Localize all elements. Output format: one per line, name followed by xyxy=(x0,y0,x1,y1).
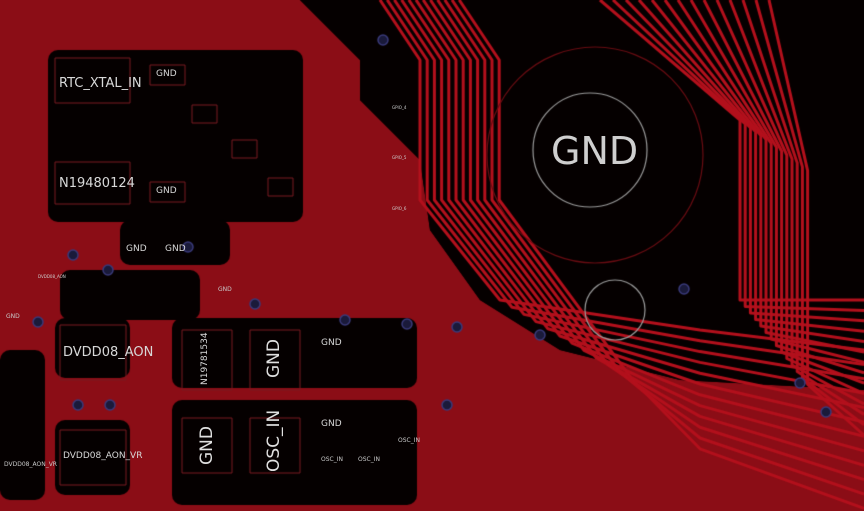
net-label-gpio-6: GPIO_6 xyxy=(392,206,407,211)
net-label-gnd-1: GND xyxy=(156,69,177,79)
net-label-gnd-2: GND xyxy=(156,186,177,196)
net-label-gpio-5: GPIO_5 xyxy=(392,155,407,160)
net-label-gnd-8: GND xyxy=(6,313,20,320)
net-label-gnd-6: GND xyxy=(321,338,342,348)
net-label-gpio-4: GPIO_4 xyxy=(392,105,407,110)
component-label-n19781534: N19781534 xyxy=(200,332,210,385)
pad-label-gnd-b: GND xyxy=(197,426,217,465)
pad-label-gnd-a: GND xyxy=(264,339,284,378)
component-label-rtc-xtal-in: RTC_XTAL_IN xyxy=(59,76,142,91)
net-label-gnd-4: GND xyxy=(165,244,186,254)
net-label-gnd-3: GND xyxy=(126,244,147,254)
component-label-dvdd08-aon-vr-small: DVDD08_AON_VR xyxy=(4,461,57,468)
component-label-dvdd08-aon: DVDD08_AON xyxy=(63,345,154,360)
net-label-gnd-5: GND xyxy=(218,286,232,293)
pad-label-osc-in: OSC_IN xyxy=(264,409,284,472)
component-label-n19480124: N19480124 xyxy=(59,176,135,191)
net-label-dvdd08-aon-small: DVDD08_AON xyxy=(38,274,66,279)
net-label-gnd-7: GND xyxy=(321,419,342,429)
mounting-pad-label: GND xyxy=(551,129,639,173)
net-label-osc-in-1: OSC_IN xyxy=(398,437,420,444)
net-label-osc-in-3: OSC_IN xyxy=(358,456,380,463)
component-label-dvdd08-aon-vr: DVDD08_AON_VR xyxy=(63,451,143,461)
net-label-osc-in-2: OSC_IN xyxy=(321,456,343,463)
